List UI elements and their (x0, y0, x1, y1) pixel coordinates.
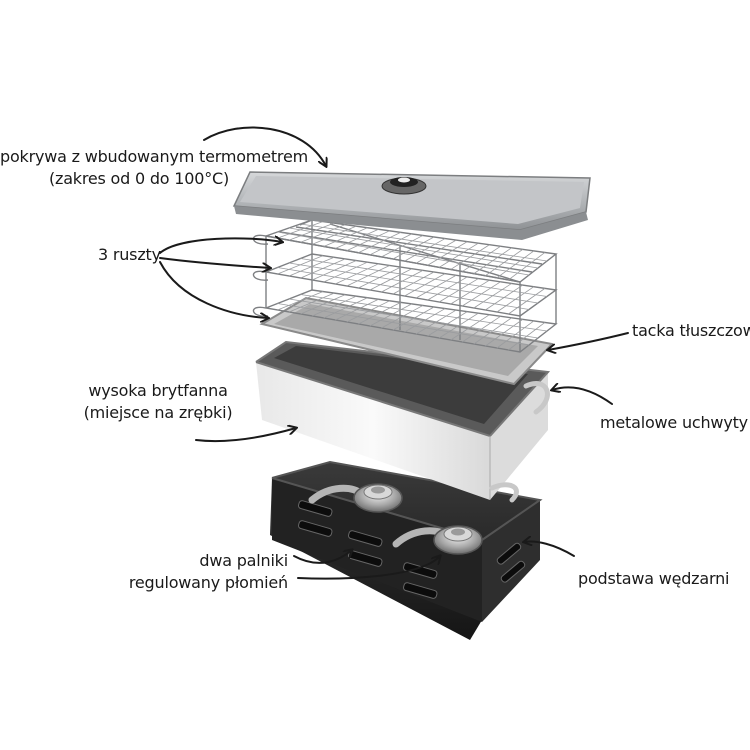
rack-wire (277, 303, 530, 346)
burner-arrow-1 (293, 550, 352, 564)
rack-wire (277, 231, 530, 276)
racks (252, 219, 558, 353)
callout-arrows (159, 126, 629, 580)
rack-wire (288, 262, 539, 304)
label-base: podstawa wędzarni (578, 568, 729, 590)
rack-wire (288, 227, 539, 269)
label-burners-line1: dwa palniki (199, 551, 288, 570)
rack-arrow-2 (159, 257, 270, 268)
lid (232, 171, 591, 240)
burner-icon (392, 525, 483, 555)
handle (523, 381, 550, 415)
label-roasting-pan-line2: (miejsce na zrębki) (83, 403, 233, 422)
smoker-base (270, 460, 543, 640)
lid-arrow (203, 126, 326, 166)
rack-grid (277, 221, 548, 351)
label-base-text: podstawa wędzarni (578, 569, 730, 588)
handles-arrow (552, 387, 613, 405)
label-lid: pokrywa z wbudowanym termometrem (zakres… (0, 146, 308, 190)
label-burners-line2: regulowany płomień (128, 573, 288, 592)
label-handles-text: metalowe uchwyty (600, 413, 748, 432)
pan-arrow (195, 428, 296, 443)
roasting-pan (255, 340, 551, 503)
base-arrow (524, 542, 575, 557)
label-handles: metalowe uchwyty (600, 412, 748, 434)
rack-arrow-1 (159, 238, 282, 254)
label-lid-line2: (zakres od 0 do 100°C) (48, 169, 230, 188)
label-racks: 3 ruszty (98, 244, 161, 266)
label-drip-tray: tacka tłuszczowa (632, 320, 750, 342)
rack-wire (288, 298, 539, 339)
drip-tray-arrow (548, 332, 629, 350)
label-lid-line1: pokrywa z wbudowanym termometrem (0, 147, 308, 166)
burner-icon (308, 483, 403, 513)
rack-wire (300, 258, 548, 297)
label-drip-tray-text: tacka tłuszczowa (632, 321, 750, 340)
label-racks-text: 3 ruszty (98, 245, 161, 264)
rack-wire (300, 223, 548, 262)
label-roasting-pan-line1: wysoka brytfanna (88, 381, 228, 400)
burner-arrow-2 (297, 556, 440, 580)
rack-arrow-3 (159, 261, 268, 318)
rack-wire (300, 294, 548, 332)
knob-icon (381, 177, 427, 195)
label-burners: dwa palniki regulowany płomień (120, 550, 288, 594)
rack-wire (277, 267, 530, 310)
label-roasting-pan: wysoka brytfanna (miejsce na zrębki) (70, 380, 246, 424)
